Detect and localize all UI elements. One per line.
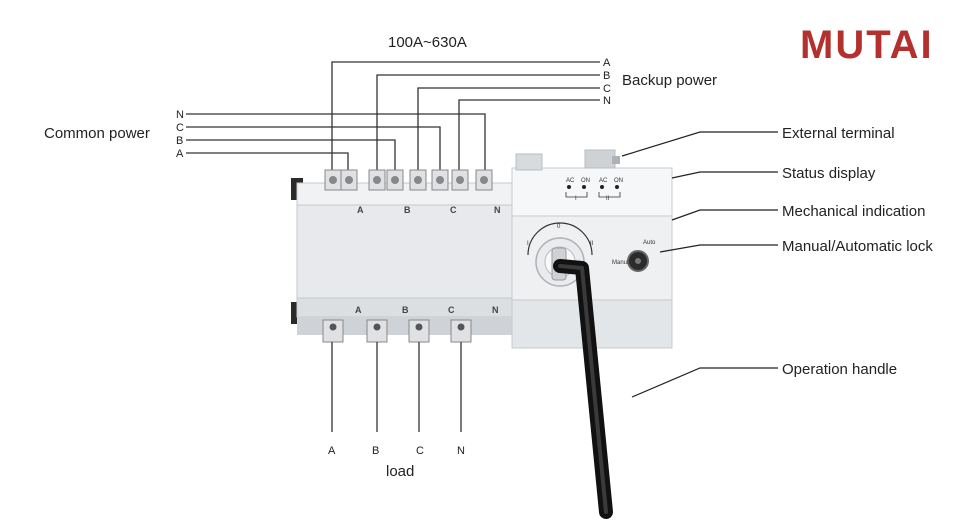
top-mark-a: A (357, 205, 364, 215)
backup-phase-c: C (603, 83, 611, 95)
callout-leaders (621, 131, 778, 398)
top-terminals (324, 169, 493, 191)
brand-logo: MUTAI (800, 23, 934, 67)
top-mark-n: N (494, 205, 501, 215)
load-wires (331, 342, 462, 432)
operation-handle[interactable] (551, 247, 613, 519)
load-title: load (386, 463, 414, 480)
backup-phase-a: A (603, 57, 611, 69)
dial-mark-i: I (527, 241, 529, 247)
common-power-title: Common power (44, 125, 150, 142)
common-phase-n: N (176, 109, 184, 121)
load-phase-a: A (328, 445, 336, 457)
callout-status-display: Status display (782, 165, 876, 182)
backup-power-wires (331, 61, 600, 172)
backup-phase-b: B (603, 70, 610, 82)
dial-mark-ii: II (590, 241, 594, 247)
status-display-panel: AC ON I AC ON II (565, 178, 623, 202)
top-mark-c: C (450, 205, 457, 215)
status-on-1: ON (581, 178, 590, 184)
bottom-mark-a: A (355, 305, 362, 315)
bottom-mark-c: C (448, 305, 455, 315)
bottom-mark-b: B (402, 305, 409, 315)
status-led-icon (582, 185, 586, 189)
load-phase-n: N (457, 445, 465, 457)
backup-phase-n: N (603, 95, 611, 107)
status-led-icon (600, 185, 604, 189)
status-led-icon (615, 185, 619, 189)
status-group-2-id: II (606, 196, 610, 202)
backup-power-title: Backup power (622, 72, 717, 89)
common-phase-b: B (176, 135, 183, 147)
lock-mark-manual: Manual (612, 260, 632, 266)
status-led-icon (567, 185, 571, 189)
dial-mark-0: 0 (557, 224, 561, 230)
rating-label: 100A~630A (388, 34, 467, 51)
common-phase-a: A (176, 148, 184, 160)
status-ac-2: AC (599, 178, 608, 184)
status-ac-1: AC (566, 178, 575, 184)
bottom-mark-n: N (492, 305, 499, 315)
common-power-wires (186, 113, 486, 172)
top-mark-b: B (404, 205, 411, 215)
status-group-1-id: I (575, 196, 577, 202)
callout-mechanical-indication: Mechanical indication (782, 203, 925, 220)
status-on-2: ON (614, 178, 623, 184)
lock-keyhole[interactable]: Auto Manual (612, 240, 656, 272)
load-phase-c: C (416, 445, 424, 457)
callout-lock: Manual/Automatic lock (782, 238, 933, 255)
callout-external-terminal: External terminal (782, 125, 895, 142)
lock-mark-auto: Auto (643, 240, 656, 246)
callout-operation-handle: Operation handle (782, 361, 897, 378)
common-phase-c: C (176, 122, 184, 134)
load-phase-b: B (372, 445, 379, 457)
